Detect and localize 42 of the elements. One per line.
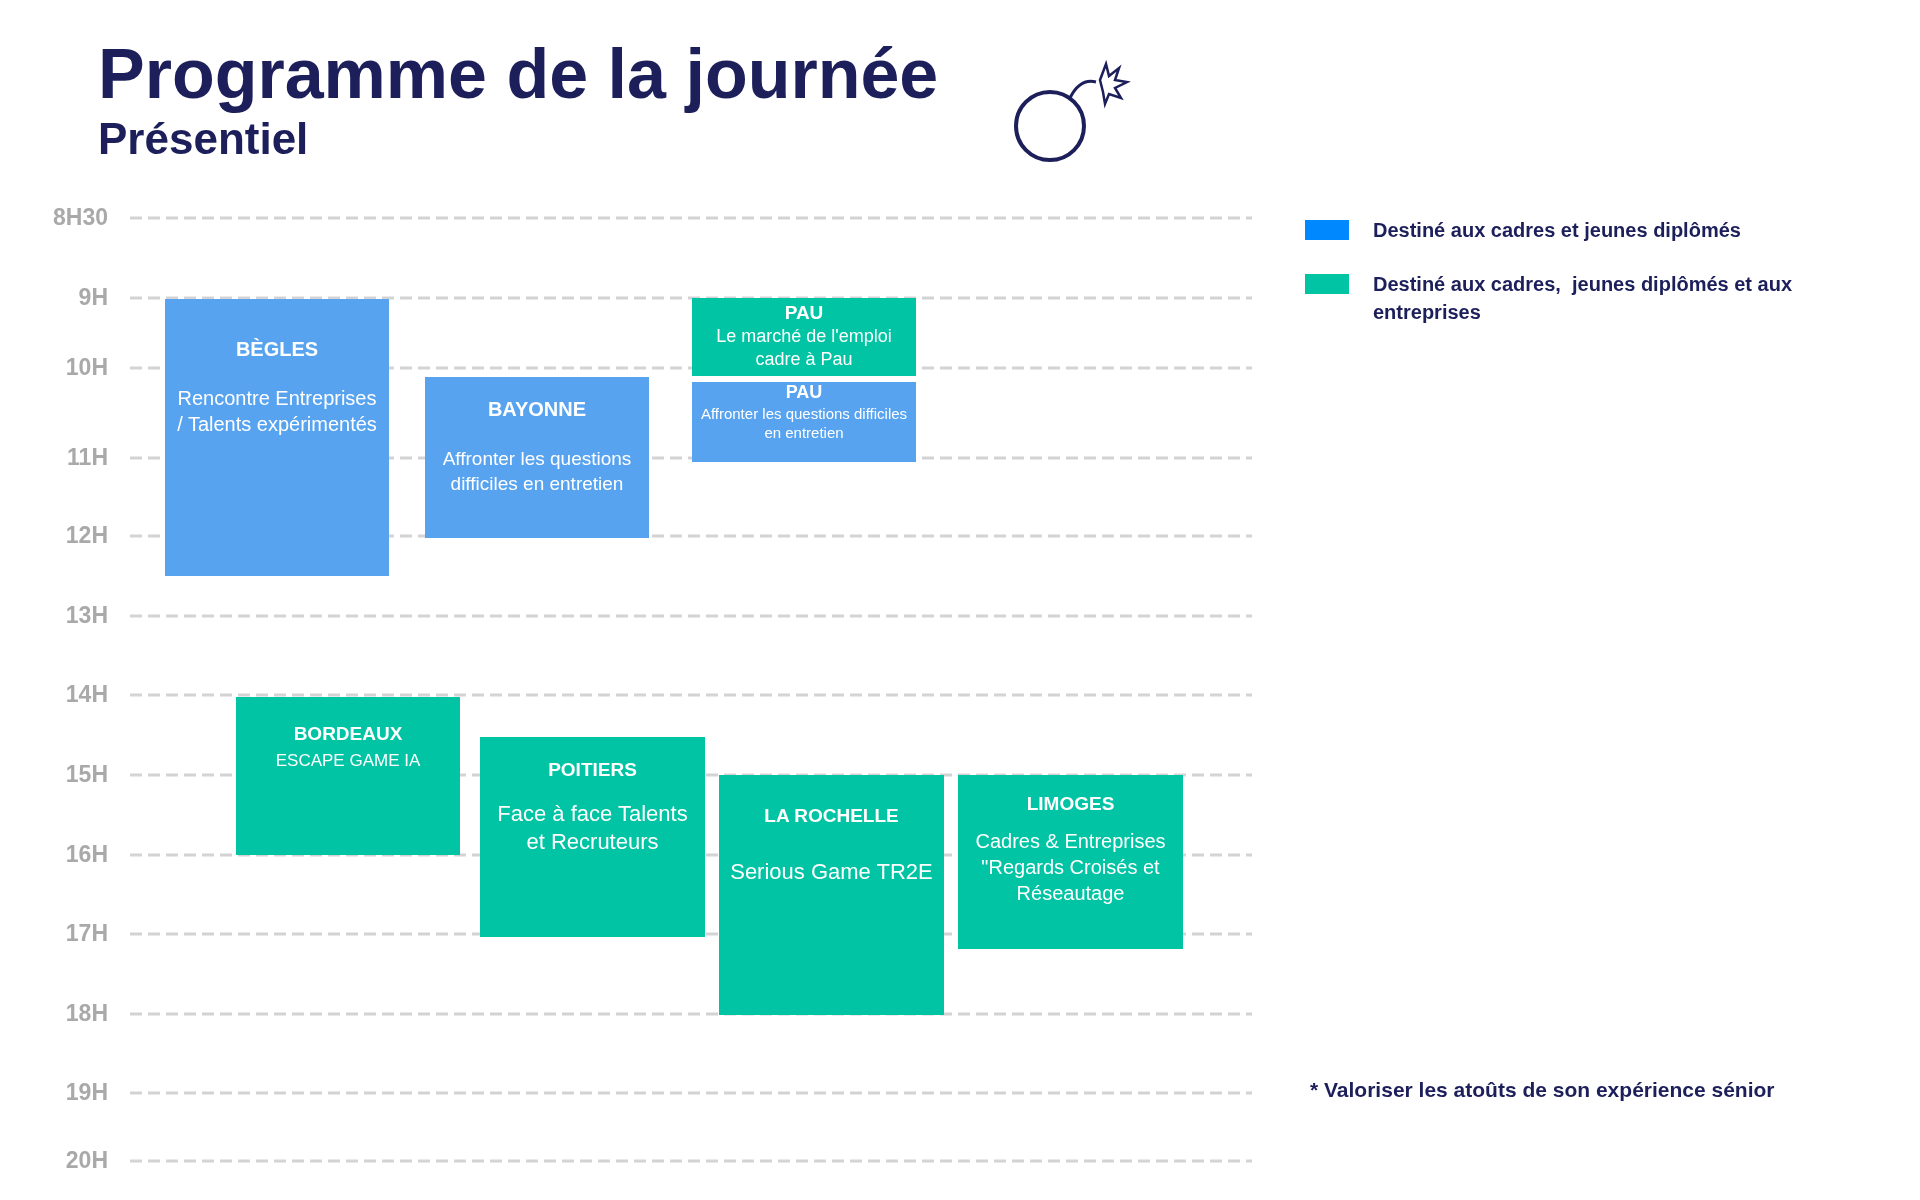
session-block (692, 298, 916, 376)
session-block (236, 697, 460, 855)
session-block (958, 775, 1183, 949)
time-label: 19H (64, 1079, 108, 1106)
session-description: Rencontre Entreprises / Talents expérimentés (176, 386, 378, 437)
session-description: Cadres & Entreprises "Regards Croisés et Réseautage (974, 828, 1167, 906)
legend-text: Destiné aux cadres, jeunes diplômés et aux entreprises (1373, 272, 1794, 325)
city-heading: POITIERS (548, 759, 637, 782)
time-label: 12H (64, 522, 108, 549)
time-label: 9H (77, 284, 108, 311)
session-description: Affronter les questions difficiles en entretien (700, 403, 908, 443)
session-block (719, 775, 944, 1015)
time-label: 16H (64, 841, 108, 868)
legend-text: Destiné aux cadres et jeunes diplômés (1373, 218, 1742, 243)
session-description: Serious Game TR2E (730, 857, 933, 886)
time-label: 20H (64, 1147, 108, 1174)
session-block (425, 377, 649, 538)
time-label: 14H (64, 681, 108, 708)
session-description: Face à face Talents et Recruteurs (496, 799, 689, 857)
city-heading: PAU (784, 302, 824, 325)
time-label: 15H (64, 761, 108, 788)
city-heading: BAYONNE (487, 397, 587, 421)
time-label: 17H (64, 920, 108, 947)
city-heading: BORDEAUX (293, 723, 403, 746)
time-label: 13H (64, 602, 108, 629)
session-description: ESCAPE GAME IA (275, 749, 421, 772)
city-heading: LA ROCHELLE (764, 805, 899, 828)
title: Programme de la journée (98, 34, 939, 114)
city-heading: BÈGLES (235, 337, 319, 361)
city-heading: LIMOGES (1026, 793, 1115, 816)
subtitle: Présentiel (98, 114, 309, 164)
session-block (692, 382, 916, 462)
footnote: * Valoriser les atoûts de son expérience sénior (1310, 1078, 1775, 1102)
city-heading: PAU (785, 382, 823, 404)
time-label: 10H (64, 354, 108, 381)
time-label: 11H (66, 444, 108, 471)
session-block (165, 299, 389, 576)
time-label: 18H (64, 1000, 108, 1027)
session-block (480, 737, 705, 937)
time-label: 8H30 (52, 204, 108, 231)
session-description: Affronter les questions difficiles en entretien (441, 447, 633, 496)
session-description: Le marché de l'emploi cadre à Pau (715, 324, 893, 372)
